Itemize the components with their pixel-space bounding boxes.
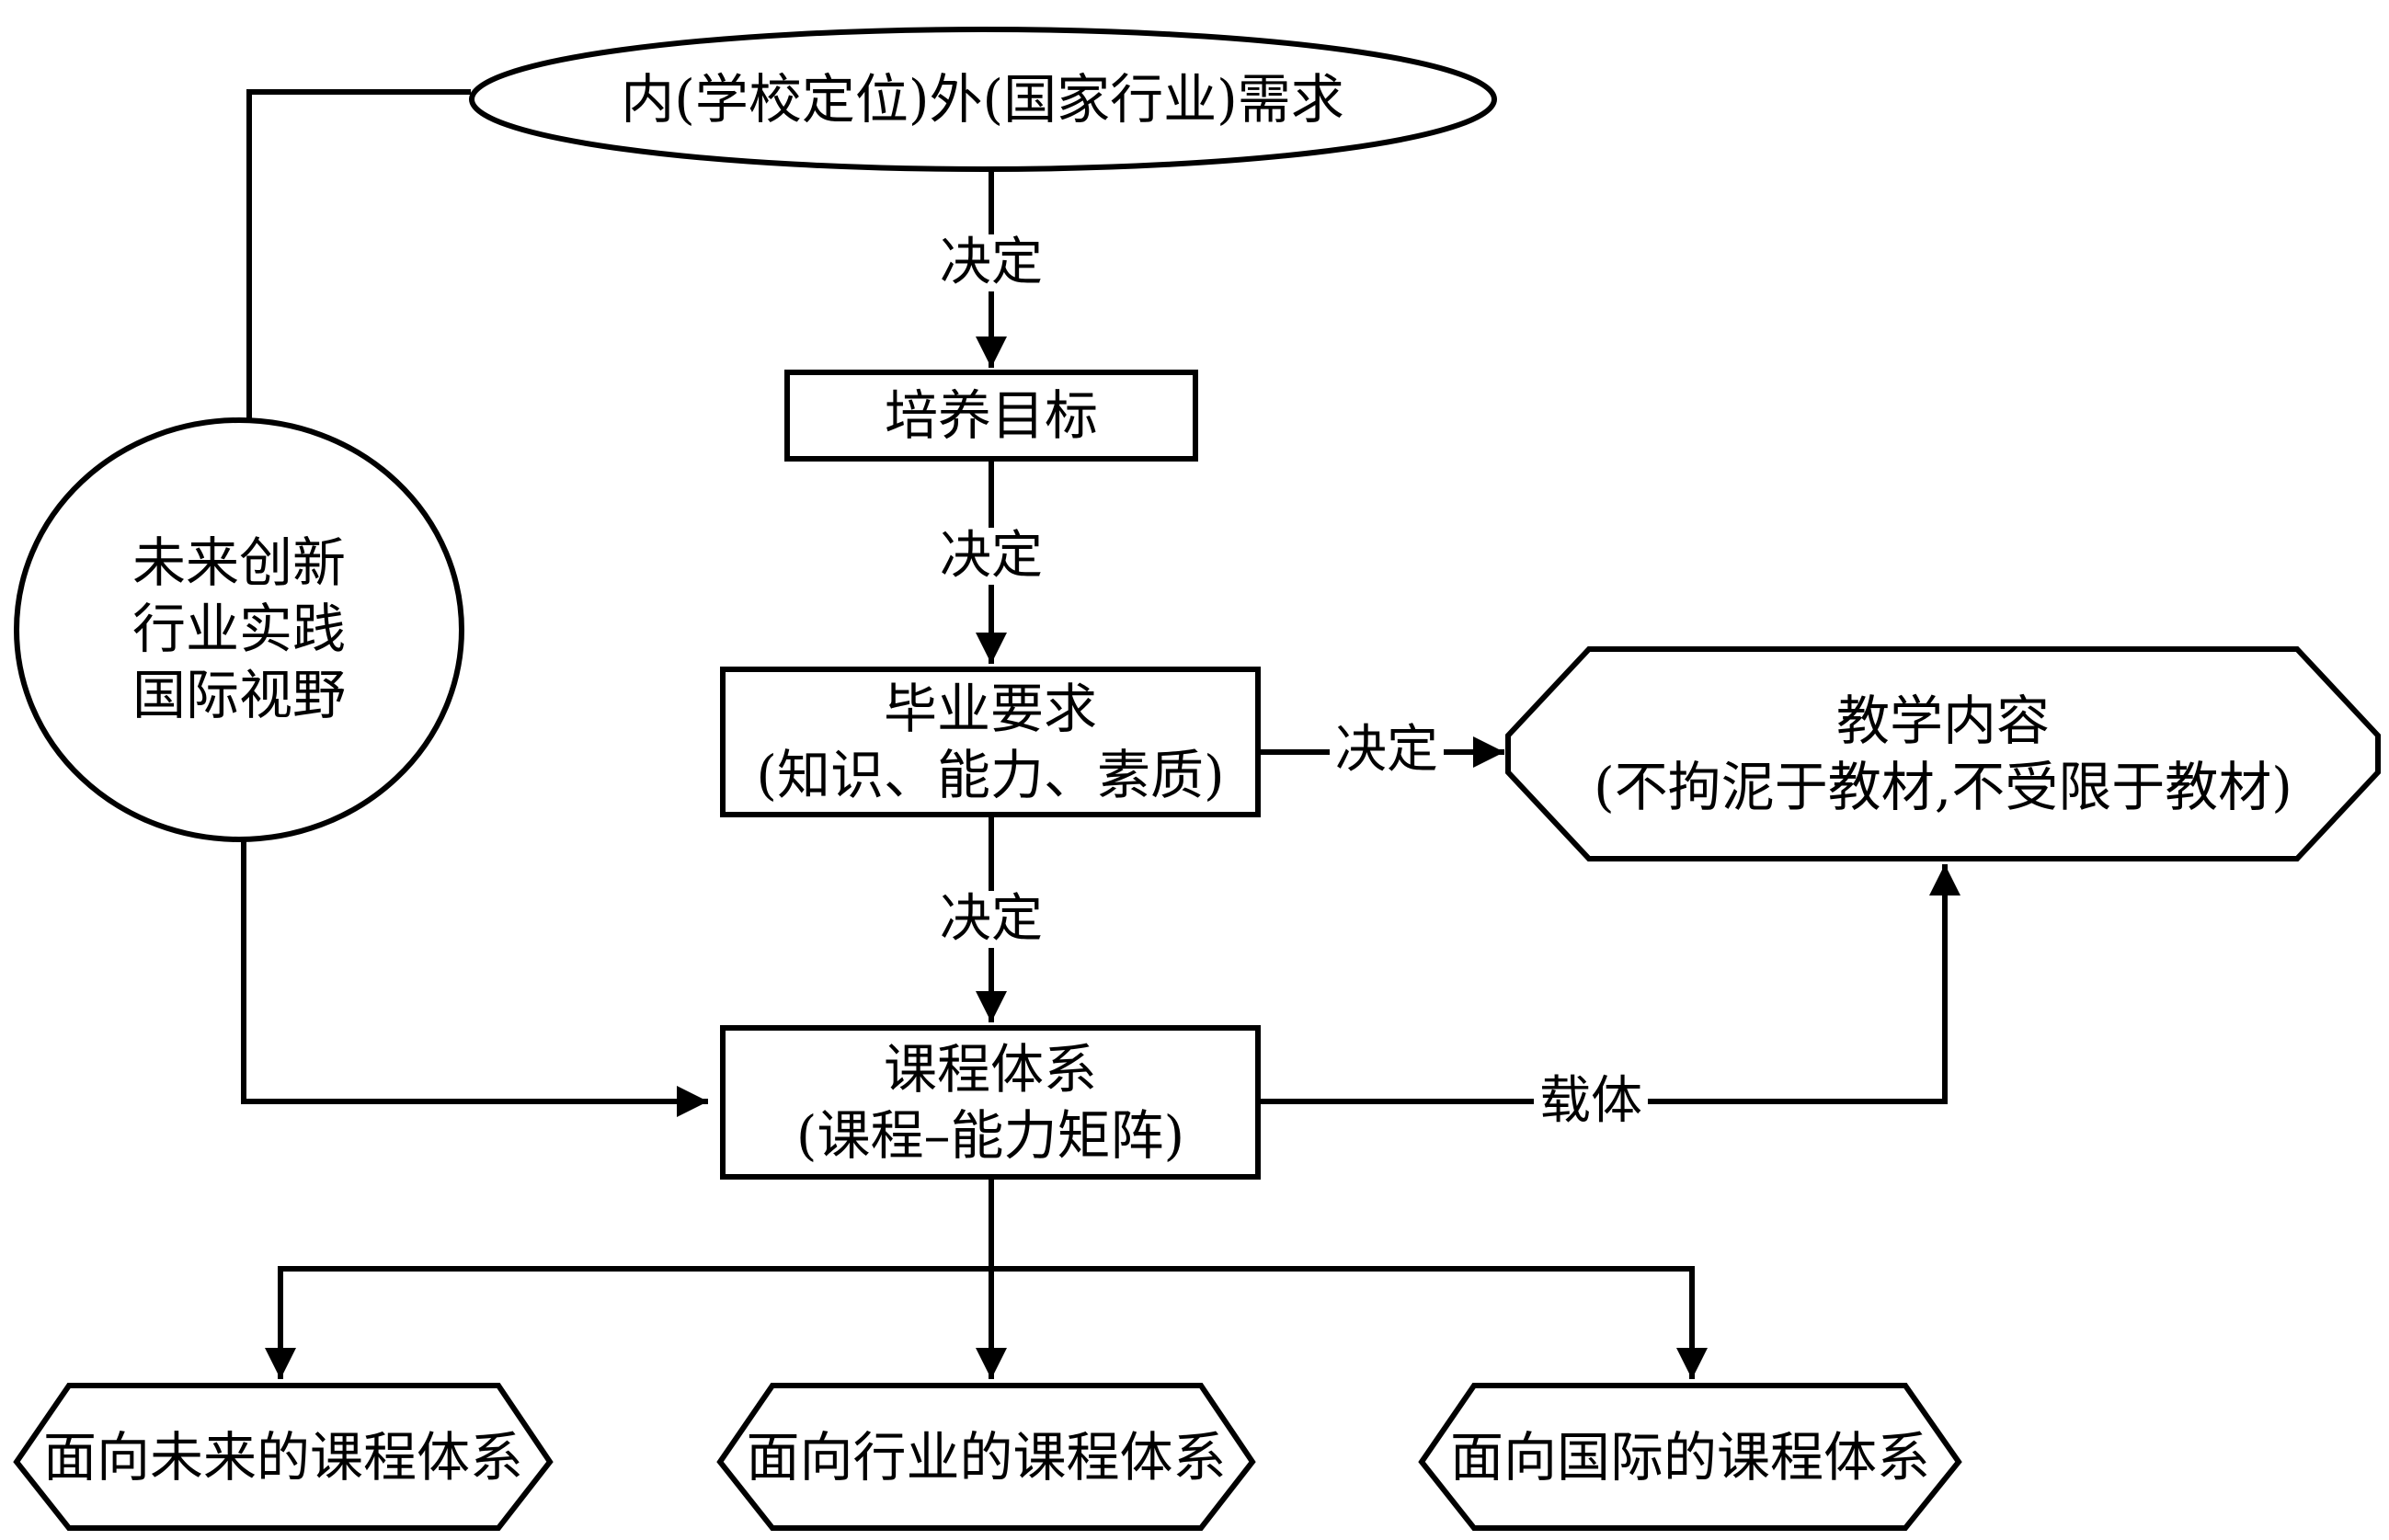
edge-label-req-to-curriculum: 决定 xyxy=(934,891,1048,948)
drivers-node: 未来创新 行业实践 国际视野 xyxy=(17,420,462,838)
future-curriculum-shape xyxy=(13,1383,554,1531)
demand-node: 内(学校定位)外(国家行业)需求 xyxy=(471,30,1494,168)
driver-line-2: 行业实践 xyxy=(131,598,346,660)
edge-label-req-to-content: 决定 xyxy=(1330,722,1444,779)
teaching-content-shape xyxy=(1505,646,2381,861)
edge-label-goal-to-req: 决定 xyxy=(934,528,1048,585)
demand-label: 内(学校定位)外(国家行业)需求 xyxy=(621,68,1344,131)
teaching-content-subtitle: (不拘泥于教材,不受限于教材) xyxy=(1594,756,2292,818)
demand-node-shape xyxy=(469,27,1497,172)
training-goal-label: 培养目标 xyxy=(884,384,1098,447)
training-goal-node: 培养目标 xyxy=(787,372,1195,459)
international-curriculum-node: 面向国际的课程体系 xyxy=(1422,1386,1959,1528)
future-curriculum-label: 面向未来的课程体系 xyxy=(42,1425,523,1489)
drivers-to-curriculum-line xyxy=(241,837,708,1117)
teaching-content-title: 教学内容 xyxy=(1835,690,2050,752)
future-curriculum-node: 面向未来的课程体系 xyxy=(17,1386,550,1528)
curriculum-title: 课程体系 xyxy=(883,1038,1097,1101)
driver-line-1: 未来创新 xyxy=(131,531,346,594)
international-curriculum-shape xyxy=(1418,1383,1962,1531)
edge-label-demand-to-goal: 决定 xyxy=(934,234,1048,291)
drivers-node-shape xyxy=(14,417,464,842)
industry-curriculum-shape xyxy=(716,1383,1256,1531)
industry-curriculum-node: 面向行业的课程体系 xyxy=(720,1386,1252,1528)
industry-curriculum-label: 面向行业的课程体系 xyxy=(746,1425,1227,1489)
demand-to-drivers-line xyxy=(246,89,471,423)
teaching-content-node: 教学内容 (不拘泥于教材,不受限于教材) xyxy=(1508,649,2378,859)
curriculum-subtitle: (课程–能力矩阵) xyxy=(795,1104,1185,1167)
graduation-req-node: 毕业要求 (知识、能力、素质) xyxy=(723,669,1258,815)
curriculum-branch-bar xyxy=(278,1266,1695,1379)
edge-label-curriculum-to-content: 载体 xyxy=(1534,1073,1648,1130)
curriculum-to-content-line xyxy=(1258,864,1960,1104)
curriculum-node: 课程体系 (课程–能力矩阵) xyxy=(723,1028,1258,1177)
graduation-req-subtitle: (知识、能力、素质) xyxy=(756,744,1225,806)
driver-line-3: 国际视野 xyxy=(131,664,346,726)
international-curriculum-label: 面向国际的课程体系 xyxy=(1449,1425,1930,1489)
graduation-req-title: 毕业要求 xyxy=(883,678,1097,740)
